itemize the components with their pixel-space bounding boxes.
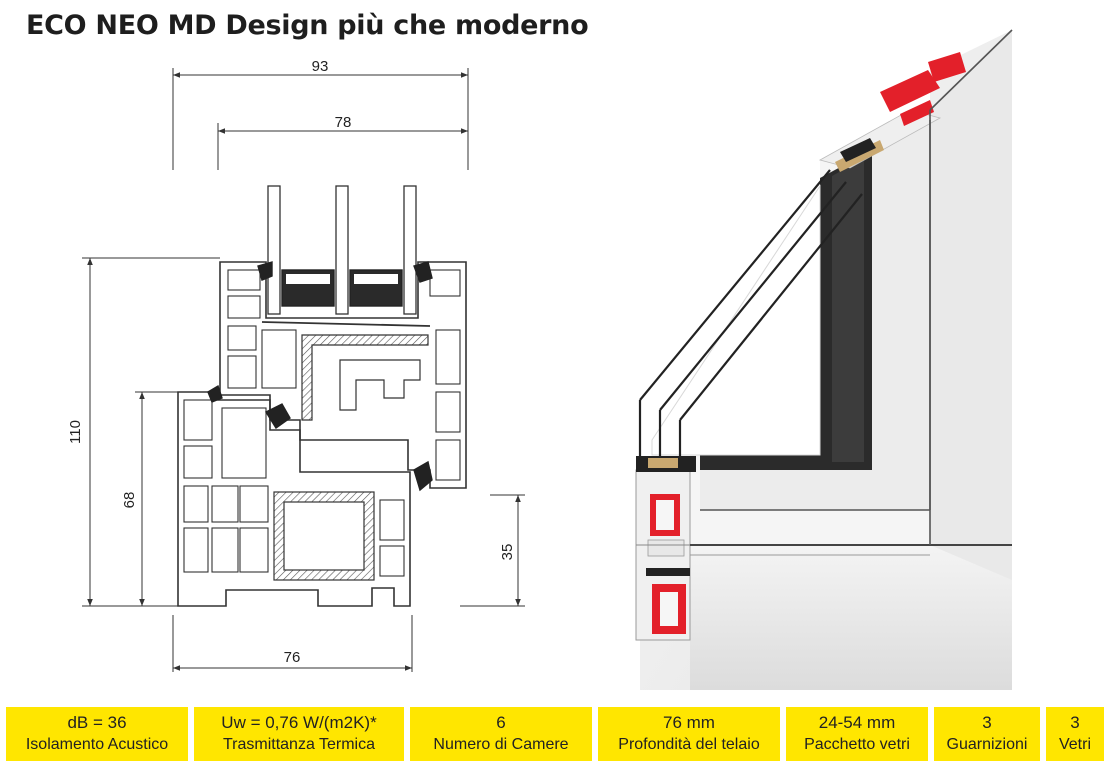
spec-label: Trasmittanza Termica [222, 736, 376, 753]
spec-value: 76 mm [663, 713, 715, 732]
spec-label: Profondità del telaio [618, 736, 760, 753]
frame-profile-outline [177, 391, 411, 607]
frame-vertical-face [930, 30, 1012, 580]
glass-area [651, 184, 821, 456]
spec-chambers: 6 Numero di Camere [410, 707, 592, 761]
dimension-label-76: 76 [284, 649, 301, 666]
spec-frame-depth: 76 mm Profondità del telaio [598, 707, 780, 761]
sash-chambers [227, 269, 461, 481]
spec-glazing: 24-54 mm Pacchetto vetri [786, 707, 928, 761]
spec-value: 6 [496, 713, 506, 732]
spec-value: dB = 36 [67, 713, 127, 732]
dimension-label-78: 78 [335, 114, 352, 131]
sash-steel-reinforcement [301, 334, 429, 421]
spec-value: 3 [1070, 713, 1080, 732]
spec-label: Isolamento Acustico [25, 736, 169, 753]
window-profile-illustration: 93 78 76 110 68 35 [67, 29, 1013, 690]
dimension-line-93 [172, 68, 469, 170]
spec-label: Guarnizioni [946, 736, 1028, 753]
spec-thermal: Uw = 0,76 W/(m2K)* Trasmittanza Termica [194, 707, 404, 761]
dimension-label-35: 35 [499, 544, 516, 561]
spec-label: Pacchetto vetri [804, 736, 910, 753]
dimension-line-78 [217, 123, 468, 170]
spec-label: Vetri [1058, 736, 1091, 753]
dimension-line-110 [82, 257, 220, 607]
dimension-label-110: 110 [67, 420, 84, 444]
dimension-label-68: 68 [121, 492, 138, 509]
frame-horizontal-face [690, 545, 1012, 690]
fixing-screw [261, 321, 431, 327]
spec-value: Uw = 0,76 W/(m2K)* [221, 713, 377, 732]
top-section-cut [818, 52, 966, 172]
specifications-bar: dB = 36 Isolamento Acustico Uw = 0,76 W/… [0, 707, 1108, 761]
gaskets [207, 261, 433, 492]
spec-acoustic: dB = 36 Isolamento Acustico [6, 707, 188, 761]
dimension-label-93: 93 [312, 58, 329, 75]
glazing-bead [700, 150, 872, 470]
glass-panes [267, 185, 417, 315]
spec-panes: 3 Vetri [1046, 707, 1104, 761]
spec-value: 24-54 mm [818, 713, 896, 732]
dimension-line-35 [460, 494, 525, 607]
spec-value: 3 [982, 713, 992, 732]
frame-chambers [183, 399, 405, 577]
page-title: ECO NEO MD Design più che moderno [26, 10, 589, 41]
spec-label: Numero di Camere [433, 736, 569, 753]
dimension-line-68 [135, 391, 178, 606]
profile-3d-render [635, 29, 1013, 690]
bottom-section-cut [635, 456, 1012, 641]
dimension-line-76 [172, 615, 413, 672]
profile-section-drawing [82, 68, 525, 672]
spec-gaskets: 3 Guarnizioni [934, 707, 1040, 761]
